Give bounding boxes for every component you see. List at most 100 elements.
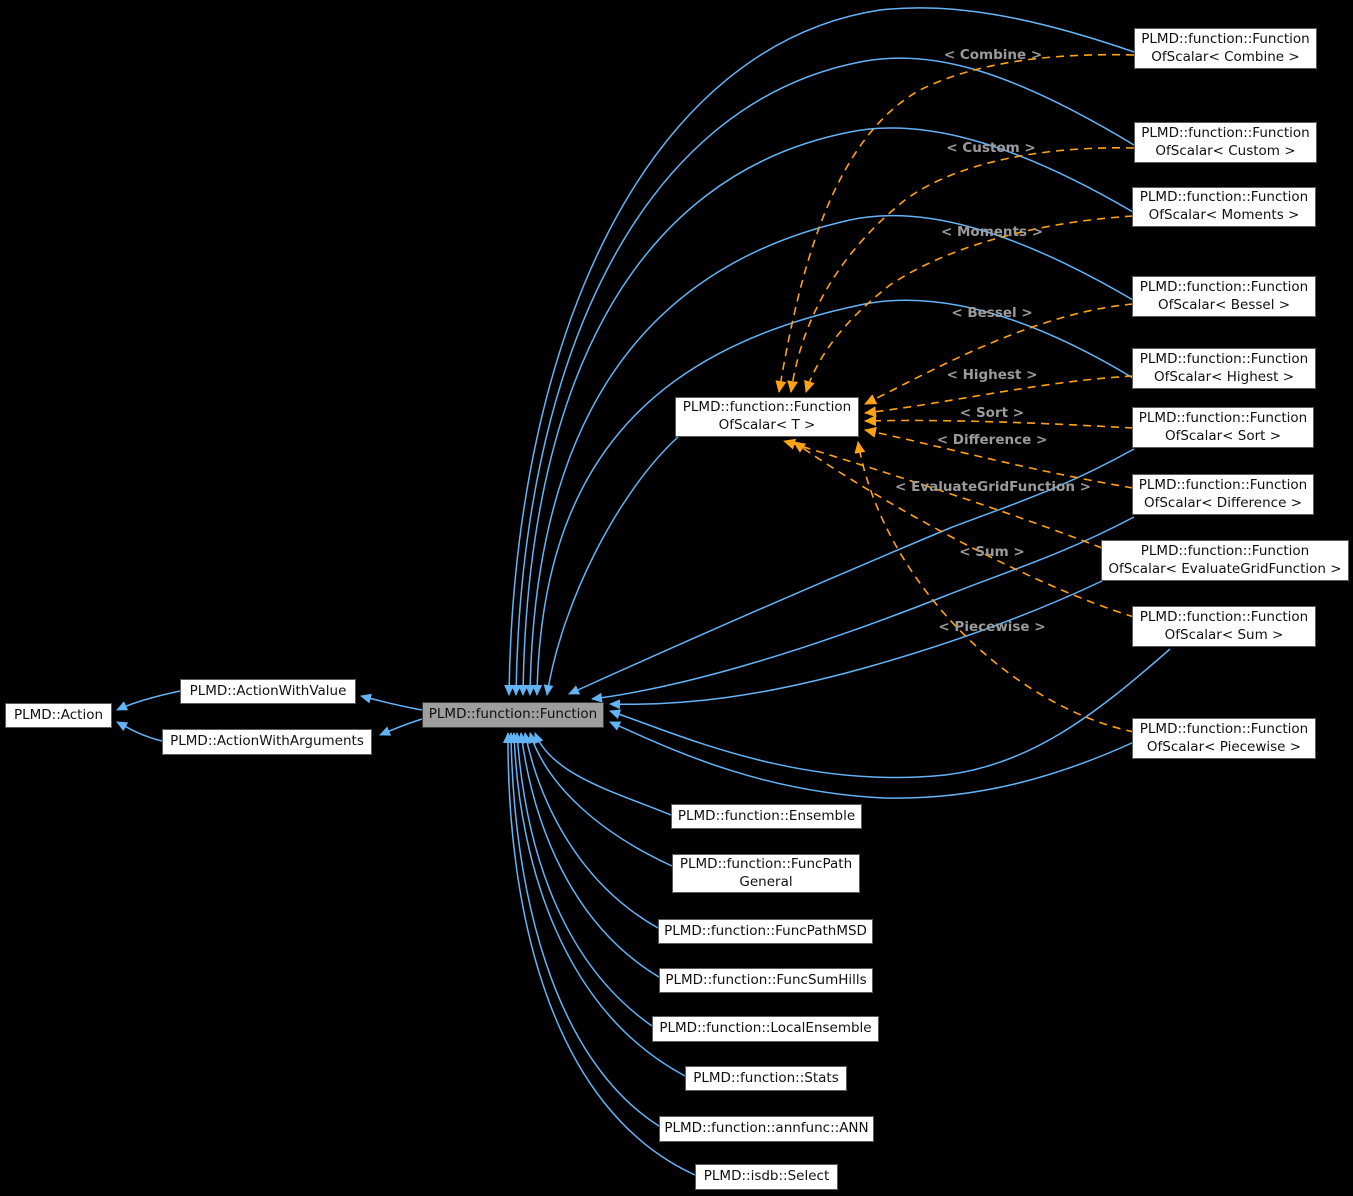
edge-label-combine: < Combine >	[943, 47, 1043, 63]
node-label: PLMD::ActionWithValue	[189, 682, 347, 699]
edge-label-difference: < Difference >	[936, 432, 1048, 448]
edge-funcpathgeneral-to-function	[528, 732, 673, 867]
node-ensemble[interactable]: PLMD::function::Ensemble	[671, 804, 862, 829]
edge-custom-to-function	[511, 57, 1135, 696]
template-edge-combine	[775, 53, 1135, 393]
node-label: OfScalar< T >	[718, 417, 816, 433]
node-label: OfScalar< Difference >	[1143, 494, 1303, 511]
edge-ann-to-function	[506, 732, 660, 1127]
edge-highest-to-function	[532, 299, 1134, 696]
node-label: PLMD::function::Function	[1141, 124, 1310, 141]
template-edge-bessel	[864, 303, 1134, 405]
node-function-of-scalar-moments[interactable]: PLMD::function::Function OfScalar< Momen…	[1132, 187, 1316, 227]
edge-stats-to-function	[509, 732, 686, 1077]
edge-combine-to-function	[504, 7, 1135, 696]
node-label: OfScalar< EvaluateGridFunction >	[1108, 560, 1342, 577]
edge-function-to-actionwithargs	[379, 718, 423, 736]
node-label: PLMD::function::Function	[1140, 542, 1310, 559]
edge-difference-to-function	[591, 516, 1135, 703]
edge-label-bessel: < Bessel >	[951, 305, 1033, 321]
node-label: PLMD::function::Function	[1139, 350, 1309, 367]
edge-functionofscalart-to-function	[543, 436, 679, 696]
node-function-of-scalar-combine[interactable]: PLMD::function::Function OfScalar< Combi…	[1134, 28, 1317, 69]
node-label: PLMD::function::Ensemble	[677, 807, 856, 824]
node-label: PLMD::ActionWithArguments	[170, 733, 364, 750]
node-label: PLMD::function::Function	[1139, 720, 1309, 737]
edge-localensemble-to-function	[512, 732, 653, 1027]
edge-label-evaluategridfunction: < EvaluateGridFunction >	[895, 479, 1091, 495]
template-edge-sum	[793, 441, 1135, 618]
node-funcpathmsd[interactable]: PLMD::function::FuncPathMSD	[658, 919, 873, 944]
node-isdb-select[interactable]: PLMD::isdb::Select	[695, 1164, 838, 1190]
node-action[interactable]: PLMD::Action	[5, 703, 112, 728]
node-label: OfScalar< Custom >	[1155, 142, 1296, 159]
node-label: PLMD::function::FuncPathMSD	[664, 922, 867, 939]
node-label: PLMD::function::Function	[1139, 608, 1309, 625]
node-function-of-scalar-highest[interactable]: PLMD::function::Function OfScalar< Highe…	[1132, 348, 1316, 389]
node-function-of-scalar-difference[interactable]: PLMD::function::Function OfScalar< Diffe…	[1132, 474, 1314, 515]
node-function[interactable]: PLMD::function::Function	[422, 702, 604, 728]
node-label: OfScalar< Bessel >	[1157, 296, 1291, 313]
node-label: General	[739, 873, 793, 890]
node-localensemble[interactable]: PLMD::function::LocalEnsemble	[652, 1016, 879, 1042]
edge-label-highest: < Highest >	[946, 367, 1038, 383]
edge-piecewise-to-function	[609, 721, 1135, 799]
node-label: OfScalar< Sort >	[1164, 427, 1282, 444]
node-function-of-scalar-sum[interactable]: PLMD::function::Function OfScalar< Sum >	[1132, 606, 1316, 647]
edge-moments-to-function	[518, 127, 1134, 696]
node-action-with-arguments[interactable]: PLMD::ActionWithArguments	[162, 729, 372, 755]
node-function-of-scalar-bessel[interactable]: PLMD::function::Function OfScalar< Besse…	[1132, 276, 1316, 317]
node-label: PLMD::function::Function	[682, 399, 852, 416]
node-label: PLMD::function::Function	[1141, 30, 1310, 47]
node-ann[interactable]: PLMD::function::annfunc::ANN	[659, 1116, 874, 1142]
edge-actionwithvalue-to-action	[116, 690, 181, 711]
edge-funcpathmsd-to-function	[522, 732, 659, 929]
edge-label-custom: < Custom >	[946, 140, 1036, 156]
edge-select-to-function	[502, 732, 696, 1176]
template-edge-sort	[864, 415, 1134, 429]
node-funcsumhills[interactable]: PLMD::function::FuncSumHills	[659, 968, 873, 993]
node-label: PLMD::function::Function	[428, 706, 598, 723]
edge-label-moments: < Moments >	[940, 224, 1044, 240]
edge-function-to-actionwithvalue	[360, 693, 423, 711]
template-edge-highest	[864, 375, 1134, 418]
node-label: PLMD::function::Stats	[693, 1069, 839, 1086]
edge-actionwithargs-to-action	[116, 721, 163, 742]
template-edge-evaluategridfunction	[783, 438, 1103, 549]
node-stats[interactable]: PLMD::function::Stats	[685, 1066, 847, 1091]
template-edge-moments	[804, 215, 1134, 393]
node-label: PLMD::function::Function	[1139, 278, 1309, 295]
edge-label-piecewise: < Piecewise >	[938, 619, 1046, 635]
node-function-of-scalar-t[interactable]: PLMD::function::Function OfScalar< T >	[675, 397, 859, 437]
node-function-of-scalar-sort[interactable]: PLMD::function::Function OfScalar< Sort …	[1132, 407, 1314, 448]
node-action-with-value[interactable]: PLMD::ActionWithValue	[180, 679, 356, 704]
node-label: OfScalar< Piecewise >	[1146, 738, 1302, 755]
node-label: PLMD::function::LocalEnsemble	[659, 1020, 872, 1037]
edge-funcsumhills-to-function	[517, 732, 660, 978]
node-label: OfScalar< Combine >	[1151, 48, 1300, 65]
node-label: PLMD::function::annfunc::ANN	[664, 1120, 869, 1137]
node-label: PLMD::isdb::Select	[703, 1168, 830, 1185]
node-function-of-scalar-custom[interactable]: PLMD::function::Function OfScalar< Custo…	[1134, 122, 1317, 163]
node-label: OfScalar< Moments >	[1148, 207, 1300, 223]
template-edge-custom	[787, 147, 1135, 393]
node-function-of-scalar-piecewise[interactable]: PLMD::function::Function OfScalar< Piece…	[1132, 718, 1316, 759]
node-label: PLMD::function::FuncSumHills	[665, 971, 867, 988]
node-function-of-scalar-evaluategridfunction[interactable]: PLMD::function::Function OfScalar< Evalu…	[1101, 540, 1349, 581]
edge-sum-to-function	[609, 648, 1171, 779]
node-funcpathgeneral[interactable]: PLMD::function::FuncPath General	[672, 854, 860, 893]
edge-sort-to-function	[568, 448, 1135, 695]
edge-label-sort: < Sort >	[959, 405, 1025, 421]
node-label: OfScalar< Highest >	[1153, 368, 1295, 385]
node-label: OfScalar< Sum >	[1164, 626, 1284, 643]
node-label: PLMD::function::FuncPath	[679, 855, 853, 872]
node-label: PLMD::function::Function	[1138, 409, 1308, 426]
edge-evaluategridfunction-to-function	[609, 580, 1103, 710]
template-edge-difference	[864, 426, 1134, 489]
node-label: PLMD::Action	[13, 706, 104, 723]
edge-ensemble-to-function	[534, 732, 672, 816]
edge-label-sum: < Sum >	[959, 544, 1025, 560]
node-label: PLMD::function::Function	[1138, 476, 1308, 493]
